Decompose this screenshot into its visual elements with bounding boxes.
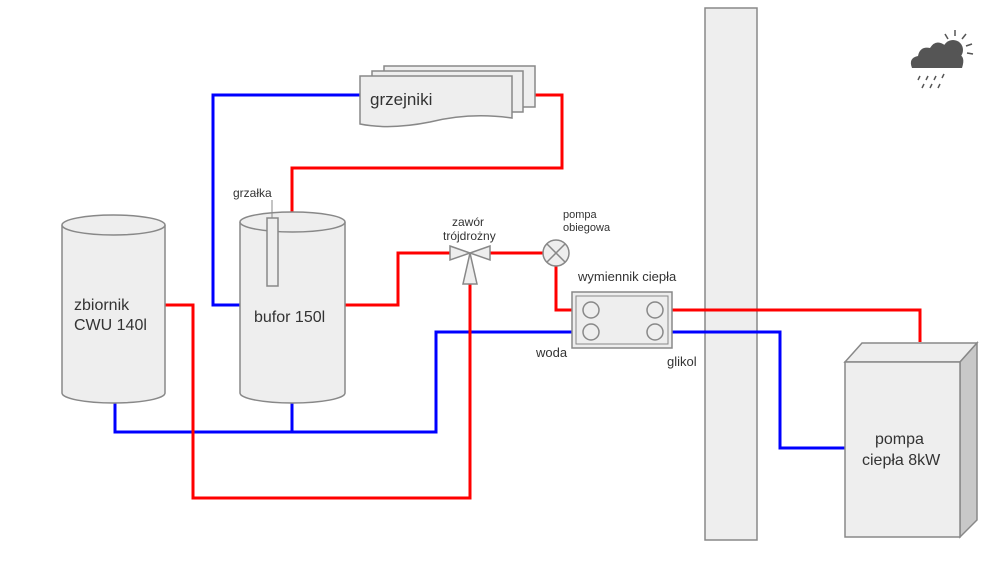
heater-element bbox=[266, 217, 279, 287]
heatpump-label-2: ciepła 8kW bbox=[862, 452, 941, 469]
heater-label: grzałka bbox=[233, 186, 272, 200]
cwu-tank: zbiornik CWU 140l bbox=[61, 214, 166, 404]
heatpump-label-1: pompa bbox=[875, 431, 924, 448]
heat-pump: pompa ciepła 8kW bbox=[843, 341, 979, 539]
glycol-label: glikol bbox=[667, 354, 697, 369]
heat-exchanger: wymiennik ciepła woda glikol bbox=[535, 269, 697, 369]
radiators: grzejniki bbox=[359, 65, 536, 128]
radiators-label: grzejniki bbox=[370, 90, 432, 109]
three-way-valve: zawór trójdrożny bbox=[443, 215, 496, 285]
cold-pipes bbox=[113, 93, 845, 450]
buffer-tank: grzałka bufor 150l bbox=[233, 186, 346, 404]
circulation-pump: pompa obiegowa bbox=[542, 209, 611, 267]
tank-label-2: CWU 140l bbox=[74, 317, 147, 334]
water-label: woda bbox=[535, 345, 568, 360]
valve-label-2: trójdrożny bbox=[443, 229, 496, 243]
valve-label-1: zawór bbox=[452, 215, 484, 229]
wall bbox=[704, 7, 758, 541]
tank-label-1: zbiornik bbox=[74, 297, 130, 314]
exchanger-label: wymiennik ciepła bbox=[577, 269, 677, 284]
pump-label-2: obiegowa bbox=[563, 222, 611, 234]
cloud-sun-rain-icon bbox=[910, 30, 974, 89]
buffer-label: bufor 150l bbox=[254, 309, 325, 326]
hot-pipes bbox=[165, 93, 922, 500]
pump-label-1: pompa bbox=[563, 209, 598, 221]
